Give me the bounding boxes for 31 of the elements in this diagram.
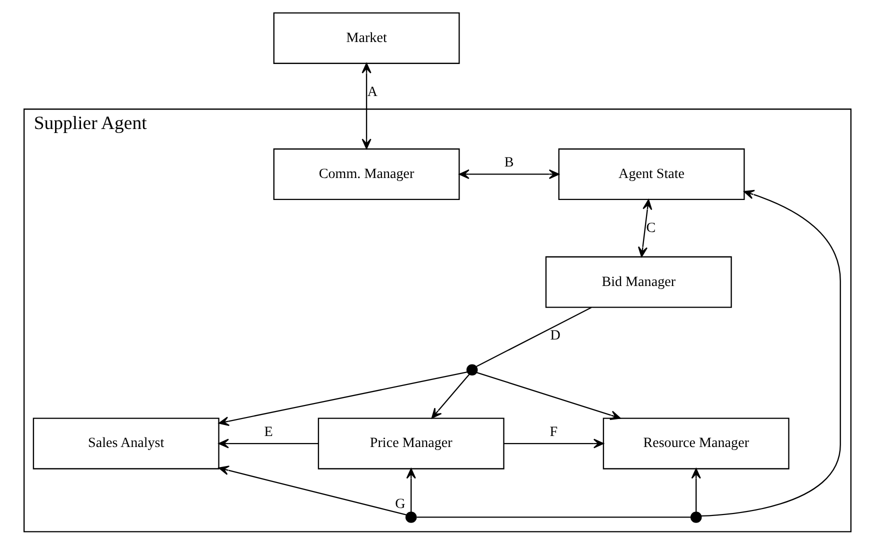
edge-label: E xyxy=(264,424,272,440)
arrow xyxy=(700,190,840,517)
arrow xyxy=(218,438,318,448)
node-box: Sales Analyst xyxy=(32,418,219,470)
arrow xyxy=(504,438,604,448)
edge-label: C xyxy=(646,220,656,236)
arrow xyxy=(218,466,406,516)
arrow xyxy=(406,468,416,512)
node-circle xyxy=(404,512,416,523)
arrow xyxy=(458,169,559,180)
arrow xyxy=(218,371,467,426)
node-circle xyxy=(466,364,478,376)
edge-label: A xyxy=(366,84,377,100)
arrow xyxy=(637,199,652,258)
node-box: Price Manager xyxy=(317,418,504,470)
arrow xyxy=(430,374,470,419)
node-box: Bid Manager xyxy=(544,256,732,308)
edge-label: D xyxy=(550,328,560,344)
arrow xyxy=(690,468,700,512)
arrow xyxy=(361,62,371,150)
connector xyxy=(416,516,690,518)
arrow xyxy=(476,372,620,420)
connector xyxy=(476,307,592,367)
node-label: G xyxy=(394,496,405,512)
node-box: Agent State xyxy=(558,148,744,200)
edge-label: B xyxy=(504,154,514,171)
node-box: Market xyxy=(272,12,460,64)
node-box: Comm. Manager xyxy=(272,148,460,200)
node-box: Resource Manager xyxy=(602,418,789,470)
node-circle xyxy=(690,512,702,523)
edge-label: F xyxy=(549,424,558,440)
